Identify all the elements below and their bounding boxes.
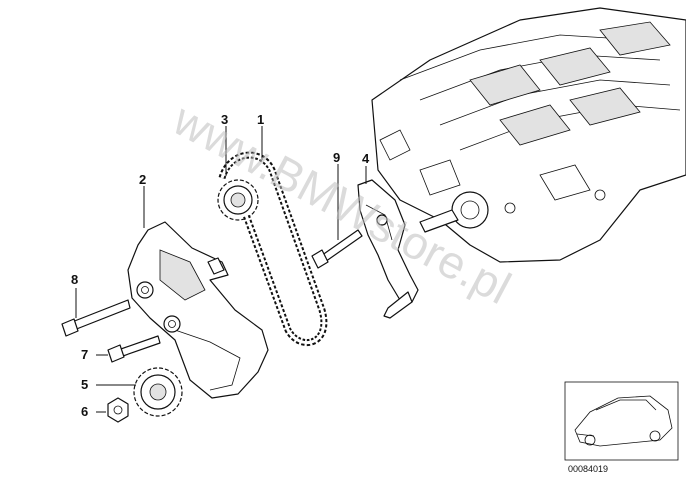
bolt-9 (311, 229, 363, 269)
lower-sprocket (133, 367, 183, 417)
leader-lines (75, 126, 367, 413)
chain-tensioner (357, 179, 419, 319)
reference-number: 00084019 (568, 464, 608, 474)
engine-block (371, 7, 686, 263)
callout-labels: 1 2 3 4 5 6 7 8 9 (71, 112, 370, 419)
oil-pump-housing (127, 221, 269, 399)
callout-5: 5 (81, 377, 88, 392)
callout-8: 8 (71, 272, 78, 287)
upper-sprocket (217, 179, 259, 221)
bolt-7 (107, 335, 161, 363)
callout-9: 9 (333, 150, 340, 165)
bolt-8 (61, 299, 131, 337)
callout-2: 2 (139, 172, 146, 187)
callout-1: 1 (257, 112, 264, 127)
vehicle-thumbnail (564, 381, 679, 461)
callout-4: 4 (362, 151, 370, 166)
callout-3: 3 (221, 112, 228, 127)
timing-chain (218, 151, 328, 347)
callout-7: 7 (81, 347, 88, 362)
callout-6: 6 (81, 404, 88, 419)
nut-6 (107, 397, 129, 423)
